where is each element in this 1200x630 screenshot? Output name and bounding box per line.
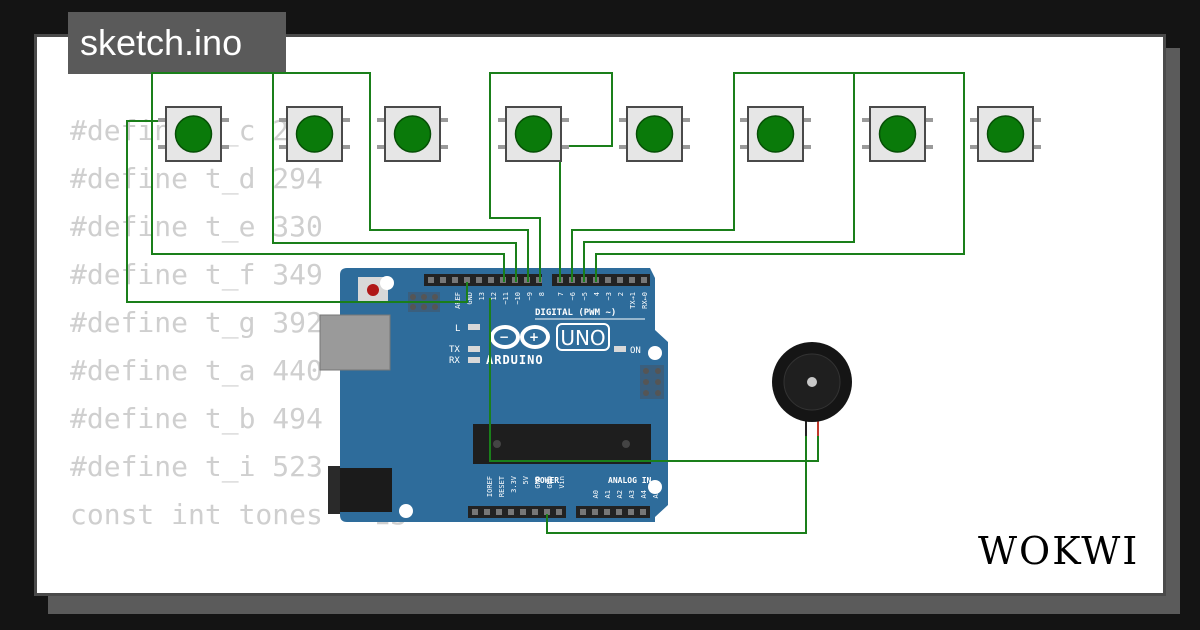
led-rx-label: RX [449,356,460,366]
button-8[interactable] [970,106,1041,162]
mount-hole [648,480,662,494]
wires [126,72,965,534]
svg-text:+: + [529,330,539,344]
pin-label: ~5 [581,292,589,300]
pin-label: 3.3V [510,475,518,493]
button-1[interactable] [158,106,229,162]
code-line: #define t_f 349 [70,258,323,291]
file-tab[interactable]: sketch.ino [68,12,286,74]
code-line: #define t_d 294 [70,162,323,195]
pin-label: 7 [557,292,565,296]
pin-label: RESET [498,475,506,497]
code-line: const int tones = 13 [70,498,408,531]
pin-label: A0 [592,490,600,498]
digital-header-label: DIGITAL (PWM ~) [535,308,616,318]
button-3[interactable] [377,106,448,162]
wokwi-logo-text: WOKWI [978,529,1139,573]
digital-pin-labels: AREF GND 13 12 ~11 ~10 ~9 8 7 ~6 ~5 4 ~3… [454,292,649,309]
analog-header[interactable] [576,506,650,518]
pin-label: 8 [538,292,546,296]
button-7[interactable] [862,106,933,162]
led-on-label: ON [630,346,641,356]
arduino-uno-board[interactable]: AREF GND 13 12 ~11 ~10 ~9 8 7 ~6 ~5 4 ~3… [319,268,668,522]
power-header[interactable] [468,506,566,518]
pin-label: ~9 [526,292,534,300]
pin-label: IOREF [486,476,494,497]
mount-hole [399,504,413,518]
power-jack [330,468,392,512]
code-line: #define t_b 494 [70,402,323,435]
pin-label: ~6 [569,292,577,300]
pin-label: GND [546,476,554,489]
svg-text:−: − [499,330,509,344]
arduino-model: UNO [560,326,605,350]
pin-label: ~10 [514,292,522,305]
pin-label: 12 [490,292,498,300]
code-line: #define t_a 440 [70,354,323,387]
piezo-buzzer[interactable] [772,342,852,436]
button-4[interactable] [498,106,569,162]
arduino-brand: ARDUINO [486,353,544,367]
pin-label: RX←0 [641,292,649,309]
pin-label: AREF [454,292,462,309]
button-6[interactable] [740,106,811,162]
pin-label: 2 [617,292,625,296]
pin-label: A5 [652,490,660,498]
pin-label: GND [534,476,542,489]
pin-label: A1 [604,490,612,498]
microcontroller-chip [473,424,651,464]
pin-label: 4 [593,292,601,296]
digital-header-right[interactable] [552,274,650,286]
wokwi-logo: WOKWI [978,529,1139,573]
code-line: #define t_i 523 [70,450,323,483]
pin-label: Vin [558,476,566,489]
power-label: POWER [535,476,559,485]
pin-label: TX→1 [629,292,637,309]
pin-label: 13 [478,292,486,300]
pin-label: 5V [522,475,530,484]
pin-label: ~3 [605,292,613,300]
mount-hole [648,346,662,360]
power-pin-labels: IOREF RESET 3.3V 5V GND GND Vin A0 A1 A2… [486,475,660,498]
pin-label: A2 [616,490,624,498]
arduino-infinity-logo [490,325,550,349]
pin-label: A4 [640,490,648,498]
analog-label: ANALOG IN [608,476,652,485]
led-tx-label: TX [449,345,460,355]
pin-label: A3 [628,490,636,498]
button-2[interactable] [279,106,350,162]
pin-label: GND [466,292,474,305]
code-line: #define t_g 392 [70,306,323,339]
led-l-label: L [455,324,460,334]
code-line: #define t_e 330 [70,210,323,243]
button-5[interactable] [619,106,690,162]
pin-label: ~11 [502,292,510,305]
mount-hole [380,276,394,290]
usb-port [319,314,391,371]
